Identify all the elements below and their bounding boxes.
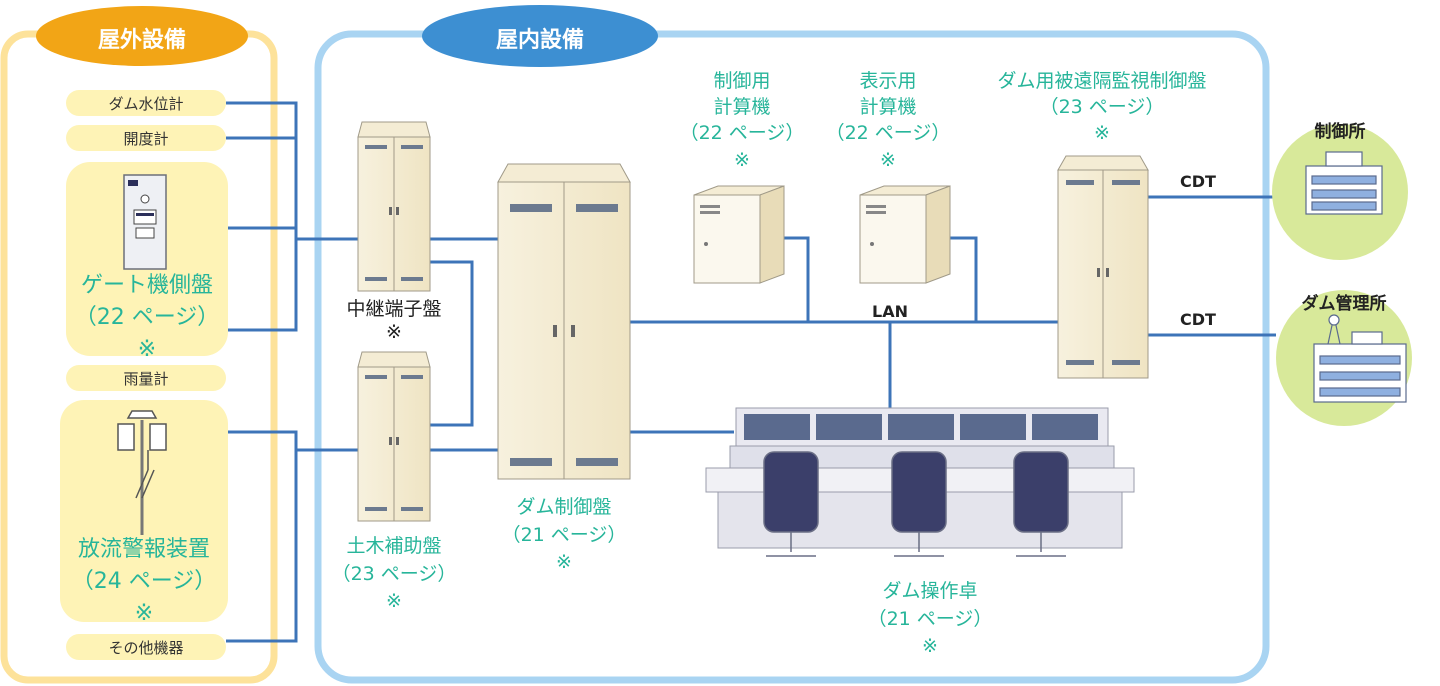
other-label: その他機器 (108, 638, 184, 657)
alarm-illustration (117, 410, 167, 535)
control-pc-mark: ※ (734, 148, 750, 171)
water-level-label: ダム水位計 (108, 94, 184, 113)
gate-panel-page: （22 ページ） (74, 304, 220, 330)
alarm-caption: 放流警報装置 （24 ページ） ※ (60, 534, 228, 630)
indoor-title: 屋内設備 (495, 28, 584, 53)
dam-panel-page: （21 ページ） (501, 523, 627, 546)
alarm-mark: ※ (134, 600, 154, 626)
gate-panel-illustration (123, 174, 167, 270)
display-pc-line2: 計算機 (859, 96, 917, 119)
dam-panel-cabinet (497, 163, 631, 480)
relay-caption: 中継端子盤 ※ (334, 298, 454, 344)
gate-panel-caption: ゲート機側盤 （22 ページ） ※ (66, 270, 228, 366)
console-name: ダム操作卓 (882, 580, 978, 602)
indoor-title-bg (422, 5, 658, 67)
civil-panel-cabinet (357, 351, 431, 522)
remote-panel-cabinet (1057, 155, 1149, 379)
outdoor-title: 屋外設備 (97, 28, 186, 53)
civil-name: 土木補助盤 (346, 535, 442, 557)
remote-panel-name: ダム用被遠隔監視制御盤 (997, 70, 1207, 92)
console-caption: ダム操作卓 （21 ページ） ※ (850, 578, 1010, 661)
alarm-box (60, 400, 228, 622)
dam-panel-name: ダム制御盤 (516, 496, 612, 518)
control-pc-line1: 制御用 (713, 70, 771, 92)
control-pc-line2: 計算機 (713, 96, 771, 119)
dam-panel-mark: ※ (556, 551, 572, 574)
outdoor-title-bg (36, 6, 248, 66)
rain-label: 雨量計 (123, 369, 169, 388)
cdt-label-bottom: CDT (1180, 310, 1216, 329)
console-page: （21 ページ） (867, 607, 993, 630)
control-computer (693, 185, 785, 284)
control-office-label: 制御所 (1314, 122, 1366, 142)
cdt-label-top: CDT (1180, 172, 1216, 191)
relay-name: 中継端子盤 (346, 298, 442, 320)
lan-label: LAN (872, 302, 908, 321)
console-chairs (763, 451, 1069, 557)
display-pc-page: （22 ページ） (825, 122, 951, 145)
display-pc-line1: 表示用 (859, 70, 917, 92)
pill-rain (66, 365, 226, 391)
console-mark: ※ (922, 635, 938, 658)
relay-mark: ※ (386, 320, 402, 343)
pill-other (66, 634, 226, 660)
connection-lines (226, 101, 1276, 643)
gate-panel-name: ゲート機側盤 (80, 273, 213, 298)
civil-caption: 土木補助盤 （23 ページ） ※ (324, 533, 464, 616)
management-office-label: ダム管理所 (1301, 294, 1387, 314)
dam-panel-caption: ダム制御盤 （21 ページ） ※ (484, 494, 644, 577)
pill-opening (66, 125, 226, 151)
control-pc-caption: 制御用 計算機 （22 ページ） ※ (672, 68, 812, 173)
management-office-building (1313, 314, 1407, 403)
civil-page: （23 ページ） (331, 562, 457, 585)
alarm-page: （24 ページ） (71, 568, 217, 594)
opening-label: 開度計 (123, 129, 169, 148)
display-pc-caption: 表示用 計算機 （22 ページ） ※ (818, 68, 958, 173)
display-computer (859, 185, 951, 284)
civil-mark: ※ (386, 590, 402, 613)
control-pc-page: （22 ページ） (679, 122, 805, 145)
display-pc-mark: ※ (880, 148, 896, 171)
gate-panel-mark: ※ (137, 336, 157, 362)
pill-water-level (66, 90, 226, 116)
remote-panel-mark: ※ (1094, 122, 1110, 145)
remote-panel-caption: ダム用被遠隔監視制御盤 （23 ページ） ※ (962, 68, 1242, 147)
control-office-building (1305, 151, 1383, 215)
remote-panel-page: （23 ページ） (1039, 96, 1165, 119)
relay-panel-cabinet (357, 121, 431, 292)
alarm-name: 放流警報装置 (77, 537, 210, 562)
